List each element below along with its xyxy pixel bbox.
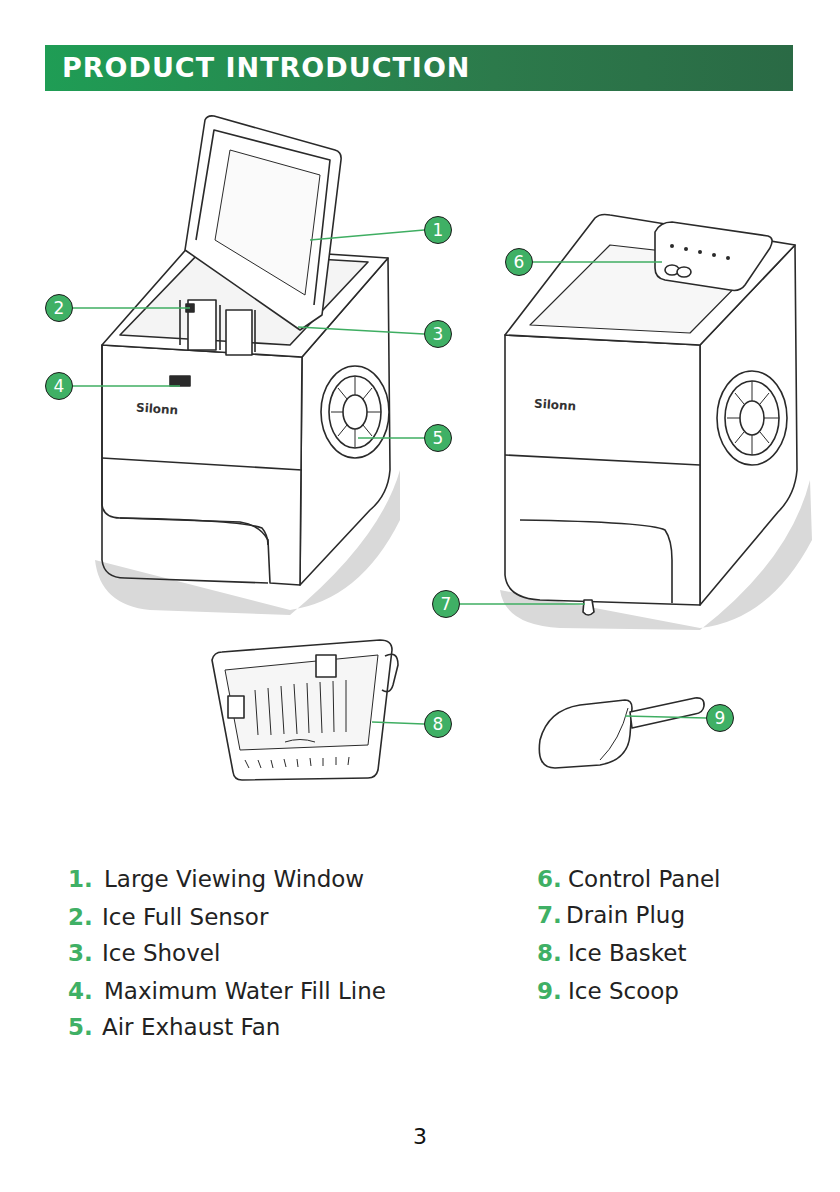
part-name: Ice Shovel: [102, 940, 220, 966]
page-title: PRODUCT INTRODUCTION: [62, 52, 470, 83]
part-name: Drain Plug: [566, 902, 685, 928]
callout-number: 3: [433, 326, 444, 343]
callout-number: 6: [514, 254, 525, 271]
callout-number: 7: [441, 596, 452, 613]
list-number: 1.: [68, 866, 93, 892]
list-number: 6.: [537, 866, 562, 892]
callout-circle: 6: [505, 248, 533, 276]
callout-number: 8: [433, 716, 444, 733]
list-number: 8.: [537, 940, 562, 966]
list-number: 4.: [68, 978, 93, 1004]
list-number: 7.: [537, 902, 562, 928]
list-number: 9.: [537, 978, 562, 1004]
callout-circle: 3: [424, 320, 452, 348]
callout-circle: 4: [45, 372, 73, 400]
callout-circle: 1: [424, 216, 452, 244]
page-number: 3: [413, 1124, 427, 1149]
list-number: 3.: [68, 940, 93, 966]
list-number: 5.: [68, 1014, 93, 1040]
callout-circle: 7: [432, 590, 460, 618]
callout-number: 2: [54, 300, 65, 317]
brand-logo: Silonn: [136, 401, 179, 418]
part-name: Ice Basket: [568, 940, 686, 966]
brand-logo: Silonn: [534, 397, 577, 414]
part-name: Control Panel: [568, 866, 721, 892]
callout-number: 4: [54, 378, 65, 395]
part-name: Maximum Water Fill Line: [104, 978, 386, 1004]
callout-number: 1: [433, 222, 444, 239]
callout-circle: 9: [706, 704, 734, 732]
part-name: Air Exhaust Fan: [102, 1014, 280, 1040]
callout-circle: 8: [424, 710, 452, 738]
callout-number: 9: [715, 710, 726, 727]
part-name: Ice Scoop: [568, 978, 679, 1004]
callout-number: 5: [433, 430, 444, 447]
part-name: Ice Full Sensor: [102, 904, 268, 930]
list-number: 2.: [68, 904, 93, 930]
callout-circle: 2: [45, 294, 73, 322]
part-name: Large Viewing Window: [104, 866, 364, 892]
callout-circle: 5: [424, 424, 452, 452]
